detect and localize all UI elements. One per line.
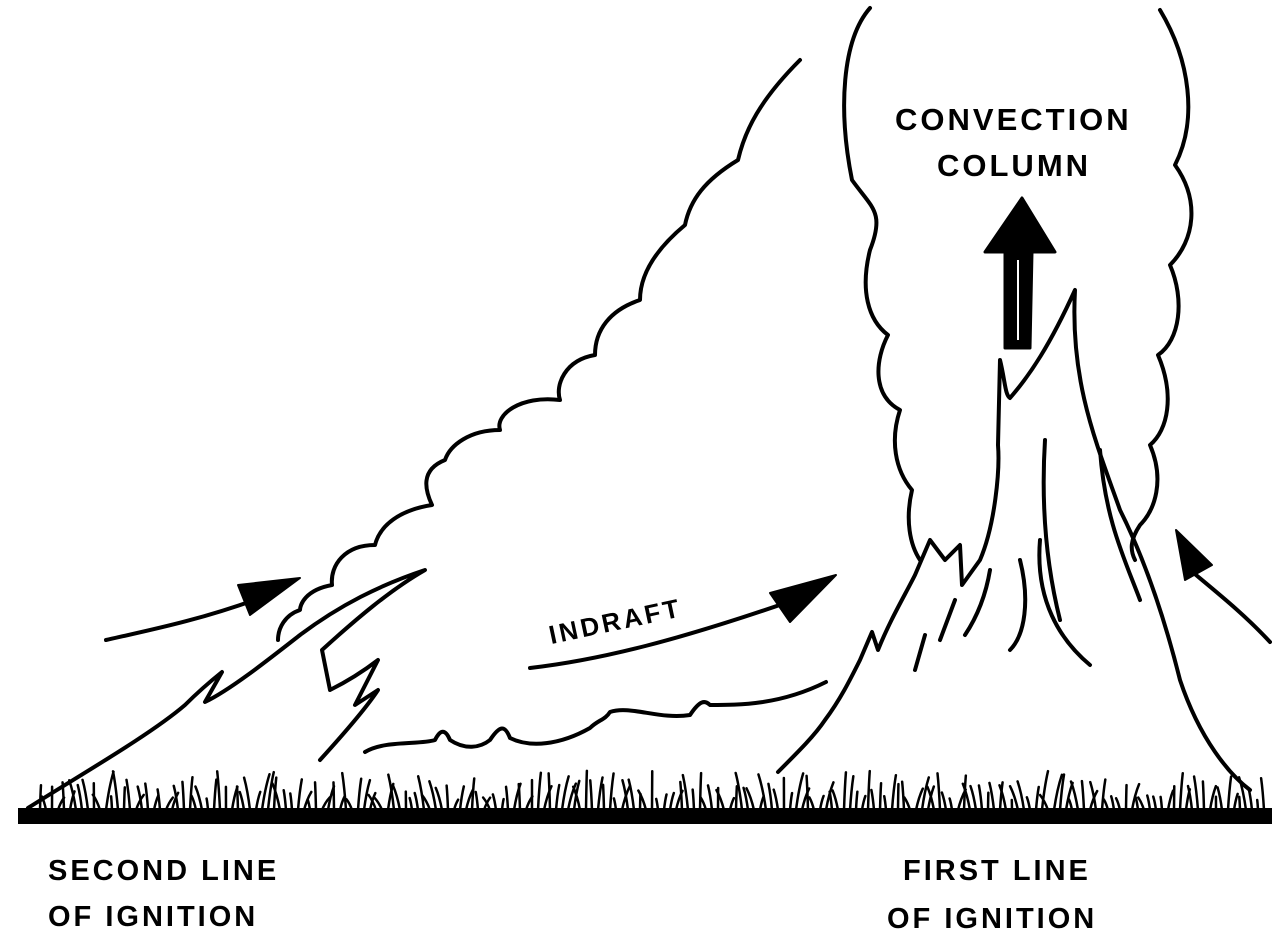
flame-first-line	[776, 288, 1252, 792]
second-line-label-line2: OF IGNITION	[48, 901, 259, 933]
first-line-label-line1: FIRST LINE	[903, 855, 1091, 887]
convection-column-outline	[842, 6, 1194, 562]
flame-second-line	[26, 568, 427, 810]
convection-arrow-icon	[983, 196, 1057, 350]
first-line-label-line2: OF IGNITION	[887, 903, 1098, 935]
indraft-arrowhead-center-icon	[769, 574, 837, 623]
indraft-arrow-center	[528, 596, 802, 670]
indraft-arrowhead-left-icon	[237, 577, 301, 616]
convection-column-label-line2: COLUMN	[937, 148, 1092, 183]
indraft-arrowhead-right-icon	[1175, 529, 1213, 581]
cloud-base-outline	[363, 680, 828, 754]
grass-tufts	[38, 769, 1266, 812]
convection-column-label-line1: CONVECTION	[895, 102, 1132, 137]
second-line-label-line1: SECOND LINE	[48, 855, 280, 887]
ground-strip	[18, 808, 1272, 824]
flame-inner-tongues	[913, 438, 1142, 672]
indraft-arrow-left	[104, 596, 262, 642]
indraft-arrow-right	[1188, 568, 1272, 644]
smoke-cloud-outline	[276, 58, 802, 642]
